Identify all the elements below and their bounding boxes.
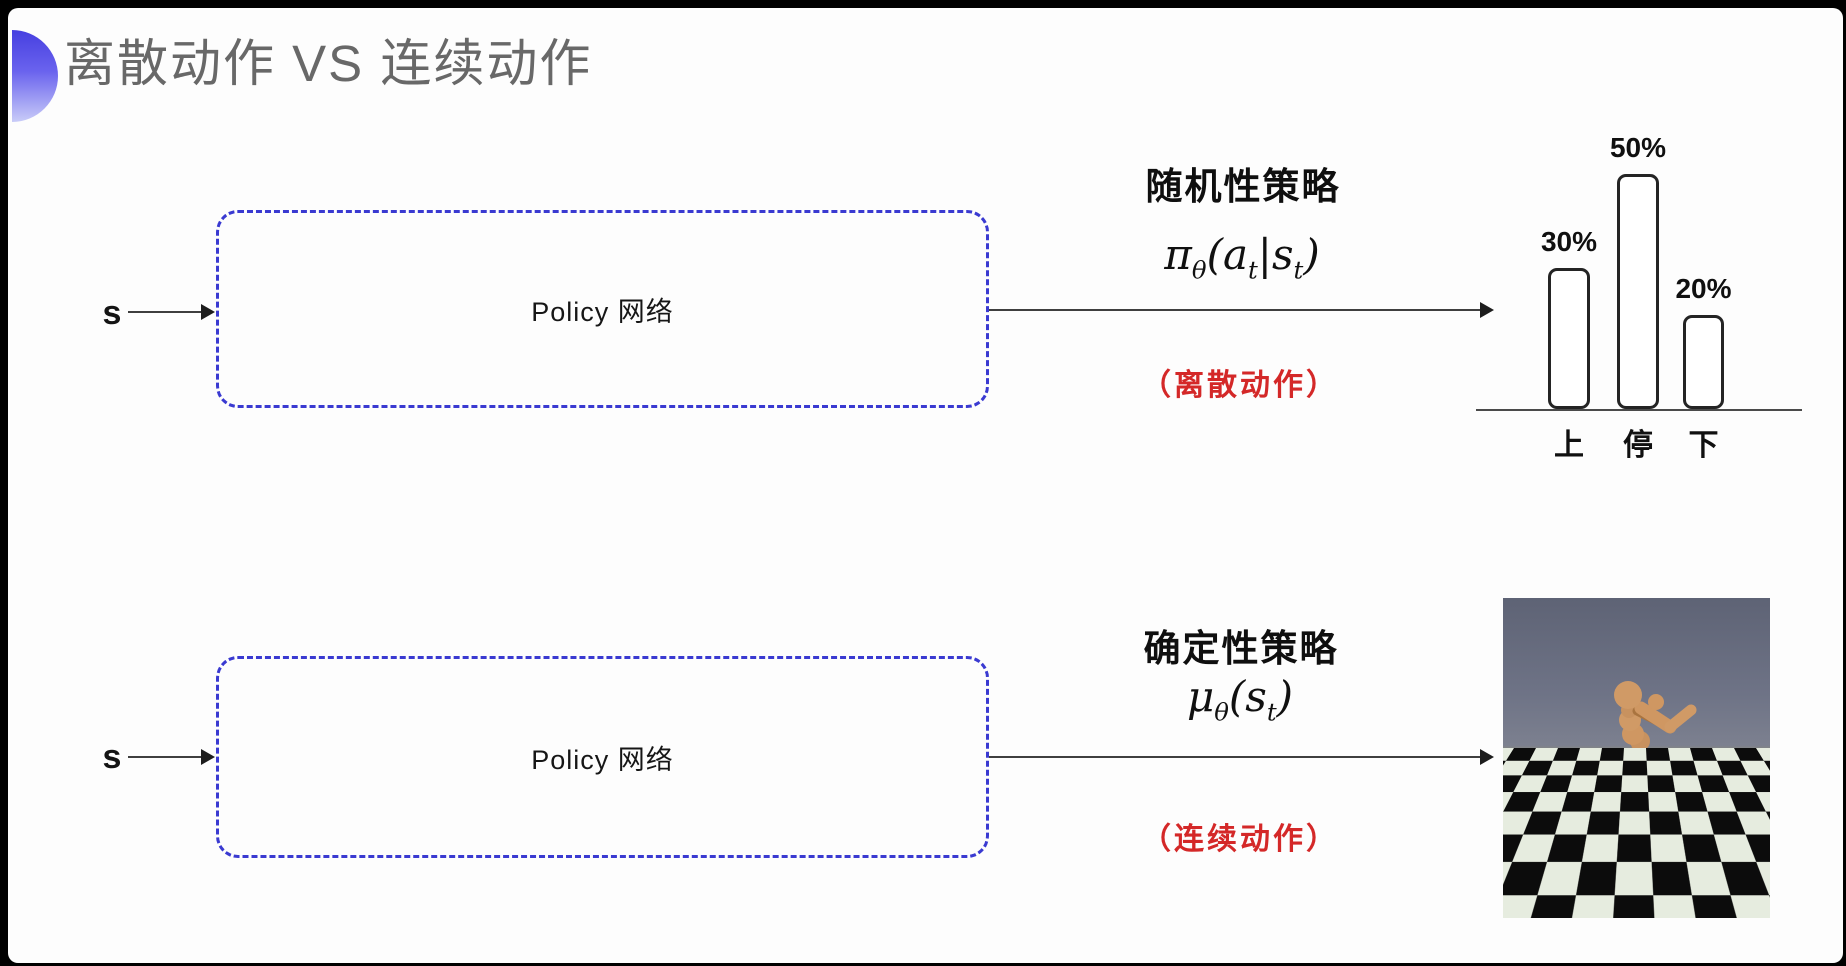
output-arrow-bottom [989, 749, 1494, 765]
policy-network-box-bottom: Policy 网络 [216, 656, 989, 858]
continuous-action-note: （连续动作） [1141, 823, 1339, 856]
stochastic-policy-formula: πθ(at|st) [1164, 230, 1320, 285]
bar-value-label: 20% [1675, 273, 1732, 304]
stochastic-policy-label: 随机性策略 [1145, 166, 1341, 207]
bar-slot-stop: 50% 停 [1610, 108, 1666, 462]
action-probability-chart: 30% 上 50% 停 20% 下 [1470, 108, 1810, 462]
bar-value-label: 30% [1540, 226, 1598, 257]
bar-up [1548, 268, 1590, 409]
policy-network-box-top: Policy 网络 [216, 210, 989, 408]
policy-network-label-top: Policy 网络 [531, 296, 674, 327]
input-arrow-top [128, 304, 215, 320]
policy-network-label-bottom: Policy 网络 [531, 744, 674, 775]
deterministic-policy-formula: μθ(st) [1186, 672, 1294, 727]
deterministic-policy-label: 确定性策略 [1143, 628, 1339, 669]
humanoid-simulation-image [1503, 598, 1770, 918]
slide-title: 离散动作 VS 连续动作 [64, 35, 593, 92]
state-input-label-bottom: s [102, 738, 122, 776]
output-arrow-top [989, 302, 1494, 318]
chart-baseline [1476, 409, 1802, 411]
bar-value-label: 50% [1609, 132, 1667, 163]
input-arrow-bottom [128, 749, 215, 765]
bar-down [1683, 315, 1724, 409]
bar-slot-up: 30% 上 [1541, 108, 1597, 462]
bar-category-label: 下 [1688, 429, 1719, 462]
state-input-label-top: s [102, 294, 122, 332]
discrete-action-note: （离散动作） [1141, 369, 1339, 402]
bar-category-label: 停 [1623, 429, 1653, 462]
bar-category-label: 上 [1554, 429, 1584, 462]
slide-canvas: 离散动作 VS 连续动作 s Policy 网络 随机性策略 πθ(at|st)… [8, 8, 1843, 963]
bar-slot-down: 20% 下 [1675, 108, 1731, 462]
title-bullet-decoration [12, 30, 58, 122]
humanoid-robot-figure [1555, 681, 1697, 886]
bar-stop [1617, 174, 1659, 409]
